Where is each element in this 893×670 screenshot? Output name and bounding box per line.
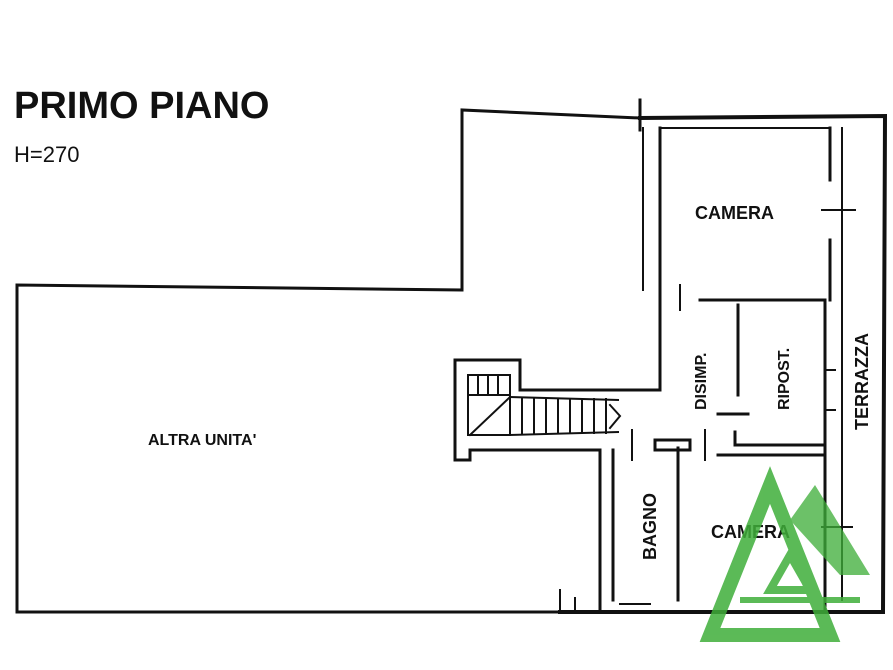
bottom-details: [559, 589, 651, 613]
height-note: H=270: [14, 142, 79, 167]
label-camera-1: CAMERA: [695, 203, 774, 223]
label-altra-unita: ALTRA UNITA': [148, 432, 256, 449]
camera-1-walls: [679, 126, 856, 311]
label-disimpegno: DISIMP.: [693, 353, 710, 411]
altra-unita-walls: [15, 108, 642, 614]
staircase: [467, 374, 622, 437]
label-terrazza: TERRAZZA: [852, 333, 872, 430]
ripostiglio-walls: [716, 303, 827, 447]
plan-title: PRIMO PIANO: [14, 85, 269, 127]
agency-logo-watermark: [699, 466, 870, 642]
label-ripostiglio: RIPOST.: [776, 348, 793, 410]
bagno-walls: [611, 429, 706, 602]
terrazza-walls: [823, 127, 843, 601]
label-bagno: BAGNO: [640, 493, 660, 560]
